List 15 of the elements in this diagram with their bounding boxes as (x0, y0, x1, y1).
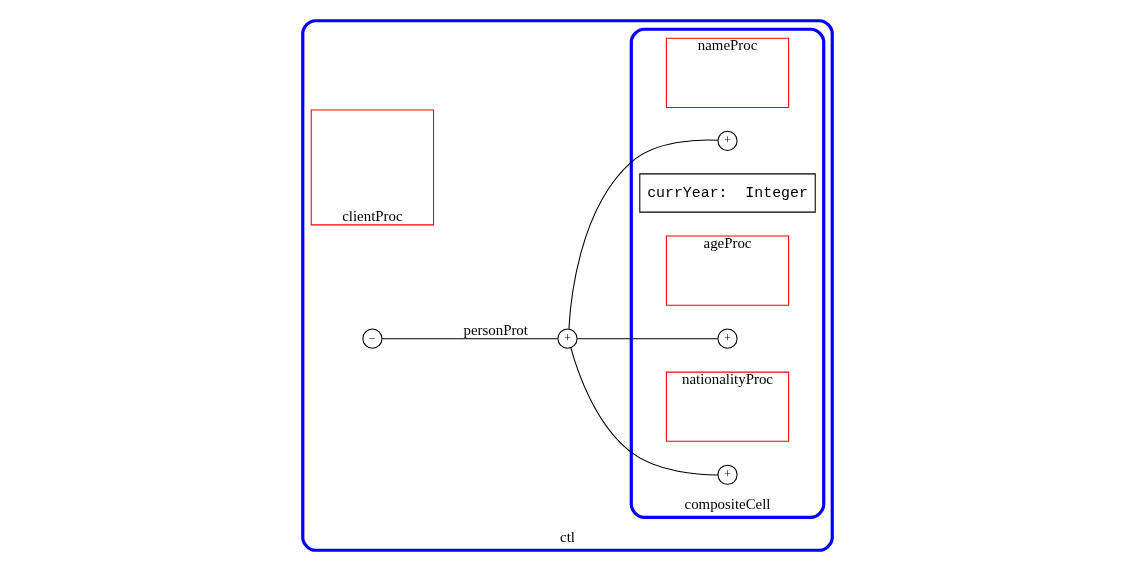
connector (576, 338, 719, 340)
edge-label: personProt (463, 321, 528, 338)
node-circle: + (557, 328, 578, 349)
connector (568, 139, 719, 330)
node-circle: + (717, 464, 738, 485)
node-circle: + (717, 328, 738, 349)
node-box: nameProc (665, 37, 790, 108)
node-circle: − (362, 328, 383, 349)
node-box: nationalityProc (665, 371, 790, 442)
connector (381, 338, 559, 340)
node-box: ageProc (665, 235, 790, 306)
node-box: clientProc (310, 109, 435, 226)
node-circle: + (717, 130, 738, 151)
connector (570, 347, 719, 476)
node-box: currYear: Integer (639, 173, 816, 213)
